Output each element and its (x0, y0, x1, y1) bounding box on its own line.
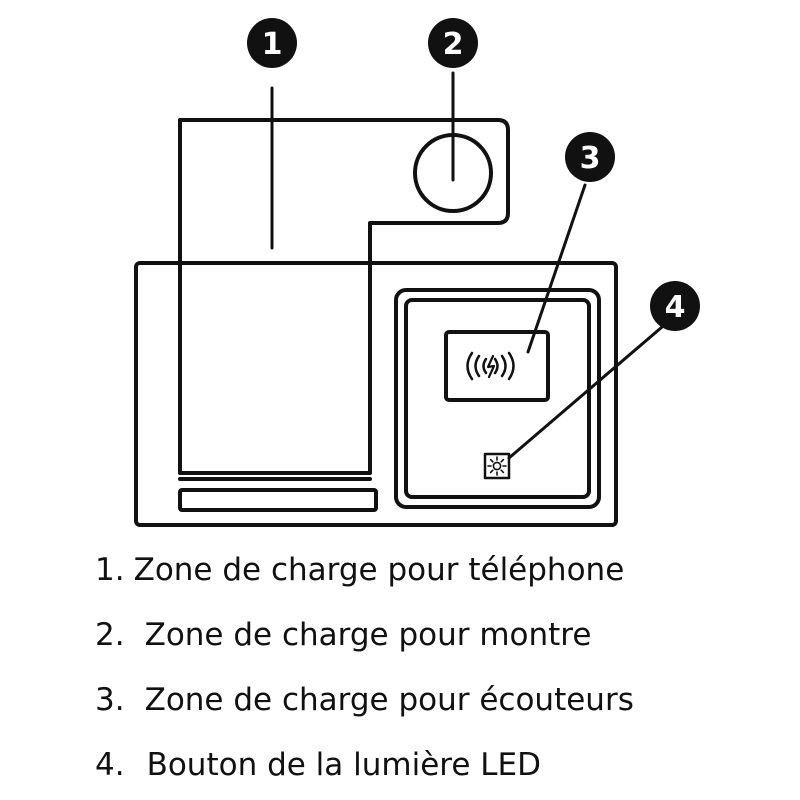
wireless-charging-pad (444, 330, 550, 402)
callout-2-number: 2 (443, 27, 464, 62)
callout-1-number: 1 (262, 27, 283, 62)
legend-text: Zone de charge pour montre (144, 617, 592, 653)
led-light-icon (487, 456, 507, 476)
callout-2: 2 (428, 18, 478, 68)
wireless-charging-icon (466, 351, 515, 381)
callout-4-leader (507, 325, 664, 460)
callout-3: 3 (565, 132, 615, 182)
legend-number: 2. (95, 617, 125, 653)
legend-text: Bouton de la lumière LED (146, 747, 542, 783)
charging-station-diagram: 1 2 3 4 (134, 18, 700, 527)
legend-number: 4. (95, 747, 125, 783)
callout-1: 1 (247, 18, 297, 68)
callout-4-number: 4 (665, 290, 686, 325)
led-button (483, 452, 511, 480)
callout-3-badge (565, 132, 615, 182)
callout-1-badge (247, 18, 297, 68)
legend-text: Zone de charge pour écouteurs (144, 682, 634, 718)
legend-item-watch: 2. Zone de charge pour montre (95, 620, 591, 651)
callout-2-badge (428, 18, 478, 68)
base-slot (178, 488, 378, 512)
charging-base (134, 261, 618, 527)
legend-item-phone: 1.Zone de charge pour téléphone (95, 555, 624, 586)
callout-3-number: 3 (580, 141, 601, 176)
legend-number: 3. (95, 682, 125, 718)
legend-item-led: 4. Bouton de la lumière LED (95, 750, 541, 781)
legend-item-earbuds: 3. Zone de charge pour écouteurs (95, 685, 634, 716)
phone-holder-plate (178, 118, 510, 475)
callout-4: 4 (650, 281, 700, 331)
earbuds-area-outer (394, 288, 601, 509)
earbuds-area-inner (404, 298, 591, 499)
callout-4-badge (650, 281, 700, 331)
legend-text: Zone de charge pour téléphone (133, 552, 625, 588)
legend-number: 1. (95, 552, 125, 588)
callout-3-leader (526, 183, 587, 354)
legend: 1.Zone de charge pour téléphone 2.Zone d… (0, 540, 800, 800)
